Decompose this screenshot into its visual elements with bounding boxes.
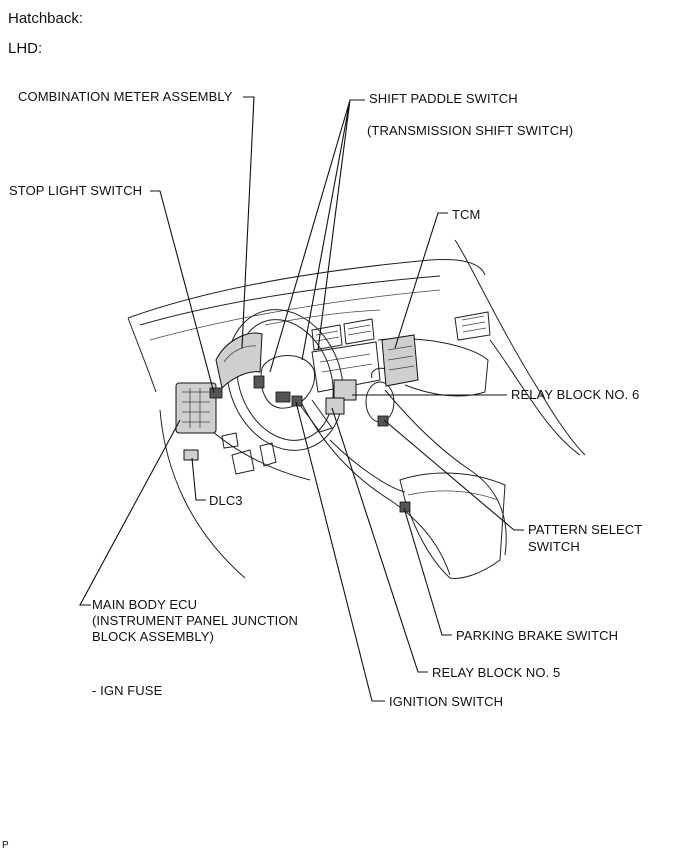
leader-parking-brake (403, 507, 452, 636)
dashboard-top-outline (127, 259, 486, 319)
center-console-left (299, 399, 451, 576)
label-pattern-select-2: SWITCH (528, 539, 580, 554)
steering-switch-2 (253, 375, 265, 389)
steering-wheel-inner (236, 319, 334, 441)
combination-meter (215, 332, 263, 390)
steering-switch (275, 391, 291, 403)
label-shift-paddle-sub: (TRANSMISSION SHIFT SWITCH) (367, 123, 574, 138)
leader-pattern-select (383, 419, 524, 531)
label-stop-light: STOP LIGHT SWITCH (9, 183, 143, 198)
center-vent-right (343, 318, 375, 345)
leader-tcm (394, 212, 448, 349)
passenger-dash (377, 338, 489, 397)
pattern-select-switch (377, 415, 389, 427)
leader-stop-light (150, 190, 215, 394)
steering-column (299, 399, 333, 433)
label-tcm: TCM (452, 207, 481, 222)
leader-ignition (295, 401, 385, 702)
tcm-unit (381, 334, 419, 387)
label-shift-paddle: SHIFT PADDLE SWITCH (369, 91, 518, 106)
junction-block (175, 382, 217, 434)
leader-dlc3 (191, 457, 206, 501)
a-pillar-right (454, 239, 586, 456)
drive-heading: LHD: (8, 40, 43, 57)
center-vent-left (311, 324, 343, 351)
label-main-body-ecu-1: MAIN BODY ECU (92, 597, 198, 612)
label-main-body-ecu-2: (INSTRUMENT PANEL JUNCTION (92, 613, 299, 628)
right-vent (454, 311, 491, 341)
label-relay-5: RELAY BLOCK NO. 5 (432, 665, 561, 680)
relay-block-5 (325, 397, 345, 415)
right-door-line (489, 339, 581, 456)
windshield-lower-edge (139, 275, 441, 326)
label-ign-fuse: - IGN FUSE (92, 683, 163, 698)
console-base (329, 439, 406, 493)
label-ignition: IGNITION SWITCH (389, 694, 504, 709)
left-a-pillar (127, 317, 157, 393)
pedal-2 (259, 442, 277, 467)
steering-hub (260, 355, 316, 409)
leader-shift-paddle (269, 99, 365, 373)
leader-relay-5 (331, 407, 428, 673)
label-combination-meter: COMBINATION METER ASSEMBLY (18, 89, 233, 104)
leader-combination-meter (241, 96, 255, 349)
stop-light-switch (209, 387, 223, 399)
label-relay-6: RELAY BLOCK NO. 6 (511, 387, 640, 402)
center-console-right (384, 389, 507, 556)
relay-block-6 (333, 379, 357, 401)
label-dlc3: DLC3 (209, 493, 243, 508)
dash-contour-2 (264, 309, 381, 326)
label-main-body-ecu-3: BLOCK ASSEMBLY) (92, 629, 214, 644)
floor-left (159, 409, 246, 579)
armrest (399, 472, 506, 579)
pedal-3 (221, 432, 239, 449)
figure-code: P (2, 840, 9, 851)
body-style-heading: Hatchback: (8, 10, 84, 27)
label-parking-brake: PARKING BRAKE SWITCH (456, 628, 619, 643)
leader-main-body-ecu (79, 419, 181, 606)
dlc3-connector (183, 449, 199, 461)
label-pattern-select-1: PATTERN SELECT (528, 522, 643, 537)
steering-wheel-outer (226, 309, 344, 451)
center-stack (311, 341, 381, 393)
pedal-1 (231, 449, 255, 475)
